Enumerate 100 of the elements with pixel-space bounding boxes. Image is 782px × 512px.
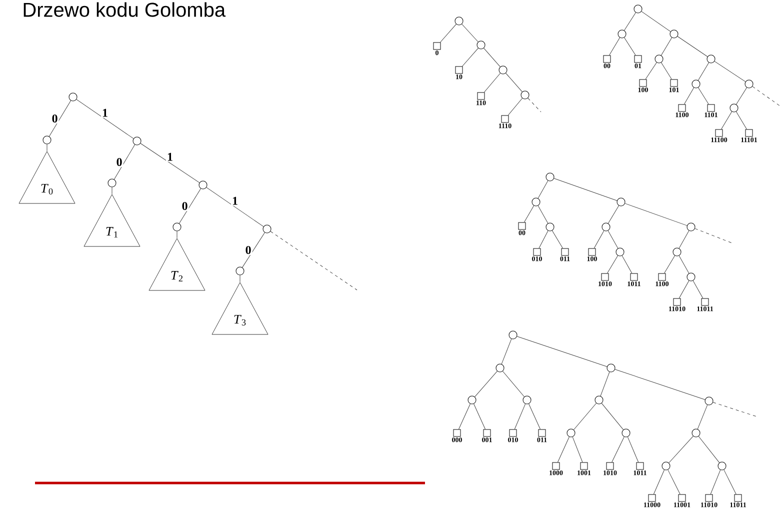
- tree-edge: [502, 371, 525, 397]
- tree-edge: [694, 228, 732, 244]
- tree-edge: [574, 403, 596, 430]
- tree-edge: [501, 338, 512, 364]
- tree-edge: [677, 36, 708, 57]
- tree-node: [594, 396, 604, 404]
- tree-edge: [752, 86, 780, 106]
- tree-edge: [684, 87, 694, 104]
- tree-edge: [698, 87, 709, 104]
- tree-node: [616, 248, 624, 256]
- tree-node: [672, 248, 682, 256]
- tree-node: [468, 396, 476, 404]
- subtree-triangle: T$_{2}$: [148, 238, 206, 291]
- tree-edge: [614, 369, 706, 400]
- tree-node: [108, 178, 116, 188]
- tree-edge: [678, 255, 690, 274]
- tree-edge: [440, 24, 456, 42]
- title: Drzewo kodu Golomba: [24, 2, 226, 17]
- edge-label: 1: [166, 152, 174, 162]
- tree-node: [172, 222, 182, 232]
- tree-edge: [458, 404, 470, 430]
- tree-edge: [609, 37, 620, 56]
- tree-edge: [538, 180, 548, 199]
- tree-node: [634, 4, 642, 14]
- tree-edge: [48, 100, 72, 137]
- tree-node: [236, 266, 244, 276]
- tree-edge: [538, 230, 548, 248]
- tree-edge: [736, 87, 747, 105]
- tree-node: [662, 462, 670, 470]
- tree-edge: [179, 188, 202, 224]
- tree-edge: [528, 98, 542, 112]
- tree-edge: [624, 37, 636, 56]
- tree-edge: [645, 62, 657, 80]
- tree-node: [520, 90, 530, 100]
- tree-node: [508, 330, 518, 340]
- edge-label: 0: [115, 156, 124, 168]
- tree-node: [706, 54, 716, 64]
- tree-edge: [721, 111, 732, 130]
- subtree-triangle: T$_{0}$: [18, 151, 76, 204]
- tree-edge: [612, 436, 624, 462]
- tree-edge: [46, 144, 48, 152]
- edge-label: 1: [231, 196, 239, 206]
- tree-edge: [724, 470, 736, 494]
- tree-node: [546, 222, 554, 232]
- tree-edge: [601, 403, 624, 430]
- tree-node: [454, 16, 464, 26]
- tree-edge: [607, 255, 618, 274]
- tree-edge: [552, 230, 563, 248]
- tree-node: [718, 462, 726, 470]
- tree-edge: [270, 231, 358, 290]
- subtree-triangle: T$_{3}$: [212, 282, 268, 335]
- tree-edge: [524, 205, 534, 222]
- tree-edge: [712, 402, 758, 418]
- tree-edge: [678, 230, 690, 249]
- tree-node: [654, 54, 664, 64]
- tree-edge: [698, 62, 710, 81]
- tree-edge: [557, 436, 570, 462]
- tree-edge: [698, 436, 720, 463]
- tree-edge: [514, 404, 526, 430]
- subtree-triangle: T$_{1}$: [84, 194, 140, 247]
- tree-node: [546, 172, 554, 182]
- edge-label: 0: [180, 200, 189, 212]
- tree-node: [686, 272, 696, 282]
- tree-edge: [594, 230, 604, 248]
- tree-edge: [508, 98, 523, 116]
- tree-node: [198, 180, 208, 190]
- tree-edge: [516, 336, 608, 367]
- tree-node: [704, 396, 714, 406]
- tree-edge: [608, 230, 618, 249]
- tree-node: [686, 222, 696, 232]
- tree-edge: [736, 111, 747, 130]
- tree-edge: [660, 37, 672, 56]
- tree-edge: [627, 436, 639, 462]
- tree-edge: [624, 12, 636, 31]
- tree-node: [616, 198, 626, 206]
- tree-node: [670, 30, 678, 38]
- tree-edge: [462, 48, 478, 66]
- tree-node: [744, 80, 754, 88]
- tree-node: [532, 198, 540, 206]
- tree-edge: [668, 436, 694, 464]
- tree-node: [132, 136, 142, 146]
- tree-node: [692, 428, 700, 438]
- tree-edge: [176, 231, 178, 238]
- tree-node: [618, 30, 626, 38]
- tree-edge: [554, 178, 618, 201]
- tree-node: [566, 428, 576, 438]
- tree-node: [692, 80, 700, 88]
- edge-label: 1: [101, 108, 109, 118]
- tree-node: [476, 40, 486, 50]
- tree-edge: [76, 99, 134, 139]
- tree-edge: [242, 232, 265, 268]
- tree-edge: [678, 280, 690, 298]
- tree-edge: [474, 404, 486, 430]
- tree-edge: [664, 255, 676, 274]
- tree-edge: [600, 372, 610, 396]
- tree-edge: [661, 62, 672, 80]
- tree-node: [602, 222, 610, 232]
- tree-edge: [653, 470, 665, 494]
- tree-edge: [484, 48, 500, 68]
- tree-node: [730, 104, 738, 112]
